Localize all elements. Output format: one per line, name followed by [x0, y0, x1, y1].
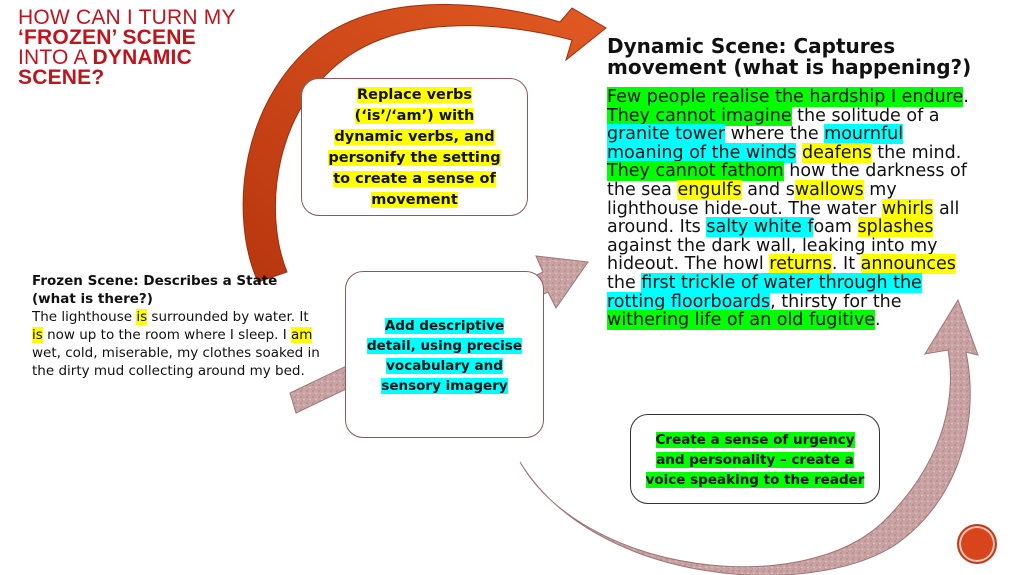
verbs-tip-box: Replace verbs (‘is’/‘am’) with dynamic v… [301, 78, 528, 216]
dyn-plain: where the [725, 124, 825, 145]
highlight-is-1: is [136, 309, 148, 325]
dyn-plain: against the dark wall, leaking into my h… [607, 235, 938, 275]
title-line-1: HOW CAN I TURN MY [18, 6, 236, 29]
dyn-green: Few people realise the hardship I endure [607, 87, 964, 107]
title-line-3: INTO A [18, 46, 93, 69]
dynamic-scene-text: Few people realise the hardship I endure… [607, 87, 982, 331]
dyn-green: They cannot imagine [607, 105, 792, 126]
title-line-4: SCENE? [18, 66, 105, 89]
dyn-plain: the [607, 272, 642, 293]
dyn-yellow: wallows [794, 179, 864, 200]
dyn-yellow: returns [769, 254, 832, 275]
dyn-plain: the solitude of a [791, 105, 940, 126]
dyn-yellow: announces [860, 254, 956, 275]
dyn-green: They cannot fathom [607, 161, 784, 182]
highlight-am: am [291, 327, 313, 343]
detail-tip-text: Add descriptive detail, using precise vo… [366, 317, 522, 394]
slide-title: HOW CAN I TURN MY ‘FROZEN’ SCENE INTO A … [18, 6, 278, 89]
dyn-plain: the mind. [871, 142, 962, 163]
dyn-cyan: salty white f [706, 217, 814, 238]
frozen-scene-heading: Frozen Scene: Describes a State (what is… [32, 273, 278, 307]
urgency-tip-text: Create a sense of urgency and personalit… [645, 432, 865, 488]
bottom-arrow [519, 298, 979, 575]
dyn-yellow: deafens [801, 142, 872, 163]
dyn-plain: and s [741, 179, 795, 200]
dyn-plain: . [875, 310, 881, 331]
frozen-text-part: The lighthouse [32, 309, 137, 325]
dyn-green: withering life of an old fugitive [607, 310, 876, 331]
dyn-plain: . [963, 87, 969, 107]
slide-nav-button[interactable] [957, 524, 997, 564]
dyn-plain: how the darkness of the sea [607, 161, 967, 200]
dyn-cyan: granite tower [607, 124, 726, 145]
dyn-yellow: splashes [857, 217, 934, 238]
dyn-plain: all around. Its [607, 198, 960, 238]
verbs-tip-text: Replace verbs (‘is’/‘am’) with dynamic v… [328, 87, 501, 208]
frozen-scene-text: The lighthouse is surrounded by water. I… [32, 308, 322, 380]
detail-tip-box: Add descriptive detail, using precise vo… [345, 271, 544, 438]
dyn-plain: , thirsty for the [770, 291, 902, 312]
dyn-yellow: whirls [881, 198, 934, 219]
title-line-2: ‘FROZEN’ SCENE [18, 26, 196, 49]
frozen-scene-panel: Frozen Scene: Describes a State (what is… [32, 272, 322, 380]
frozen-text-part: wet, cold, miserable, my clothes soaked … [32, 345, 320, 379]
dyn-plain: oam [813, 217, 858, 238]
title-dynamic-word: DYNAMIC [92, 46, 192, 69]
frozen-text-part: surrounded by water. It [147, 309, 309, 325]
dyn-plain: . It [831, 254, 861, 275]
dyn-yellow: engulfs [677, 179, 742, 200]
urgency-tip-box: Create a sense of urgency and personalit… [630, 414, 880, 504]
dynamic-scene-heading: Dynamic Scene: Captures movement (what i… [607, 34, 972, 79]
frozen-text-part: now up to the room where I sleep. I [42, 327, 292, 343]
orange-arrow [242, 4, 607, 283]
dyn-plain: my lighthouse hide-out. The water [607, 179, 897, 219]
highlight-is-2: is [32, 327, 43, 343]
